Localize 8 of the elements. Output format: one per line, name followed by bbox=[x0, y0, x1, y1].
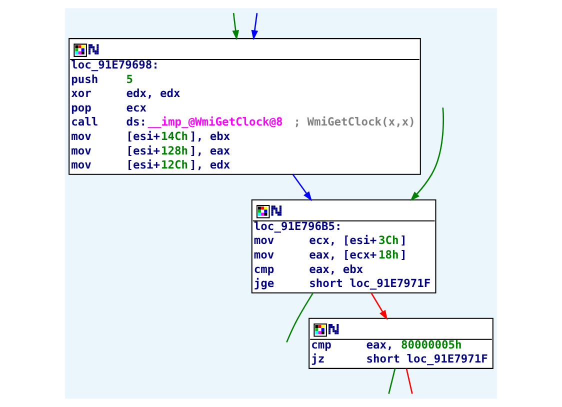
connector bbox=[406, 368, 413, 394]
arrow bbox=[232, 13, 240, 40]
arrow bbox=[251, 13, 258, 40]
connector bbox=[286, 292, 314, 342]
arrow bbox=[292, 174, 312, 202]
arrow bbox=[410, 108, 444, 202]
connector bbox=[388, 368, 396, 394]
arrow bbox=[370, 292, 388, 320]
